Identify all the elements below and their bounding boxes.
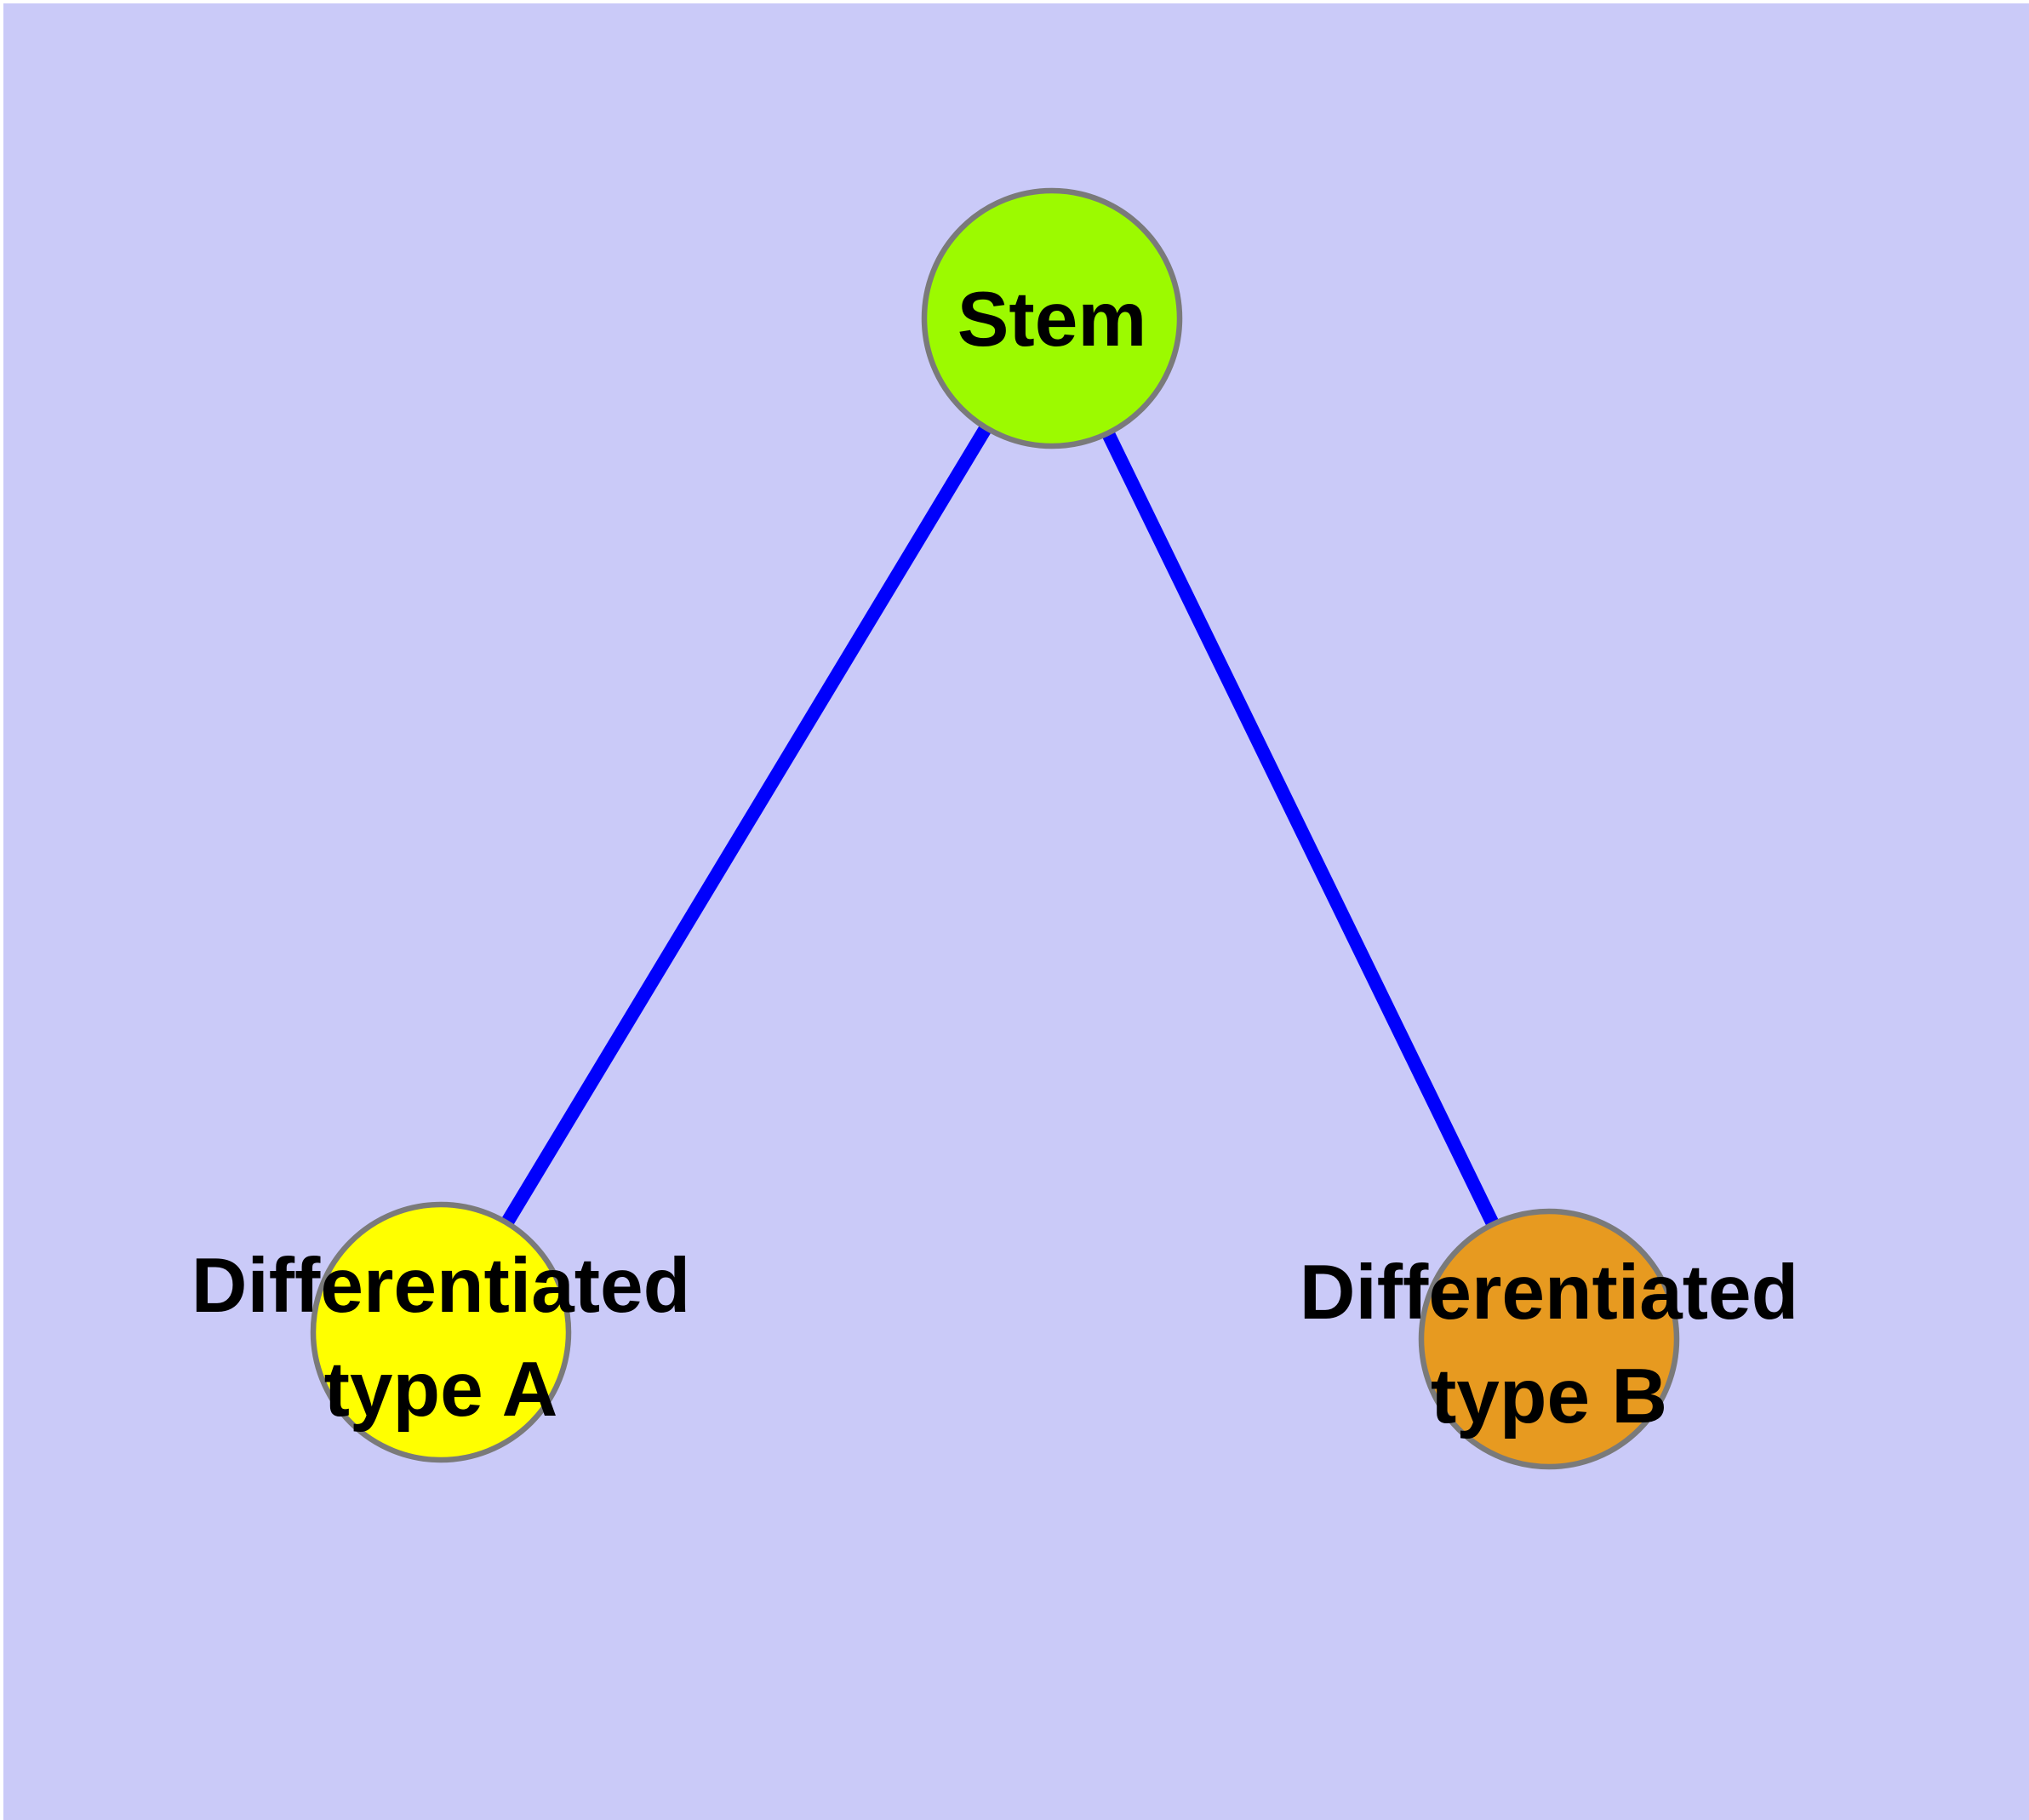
cell-differentiation-graph <box>310 187 1680 1470</box>
node-type-b-label: Differentiated type B <box>1299 1250 1799 1439</box>
diagram-canvas: Stem Differentiated type A Differentiate… <box>3 3 2029 1820</box>
node-type-b-circle <box>1418 1208 1680 1470</box>
edge-stem-to-type-a <box>435 314 1058 1336</box>
node-stem-circle <box>921 187 1183 449</box>
node-type-a-circle <box>310 1201 572 1463</box>
edge-stem-to-type-b <box>1045 315 1556 1342</box>
node-stem-label: Stem <box>957 277 1147 363</box>
node-type-a-label: Differentiated type A <box>191 1243 691 1433</box>
